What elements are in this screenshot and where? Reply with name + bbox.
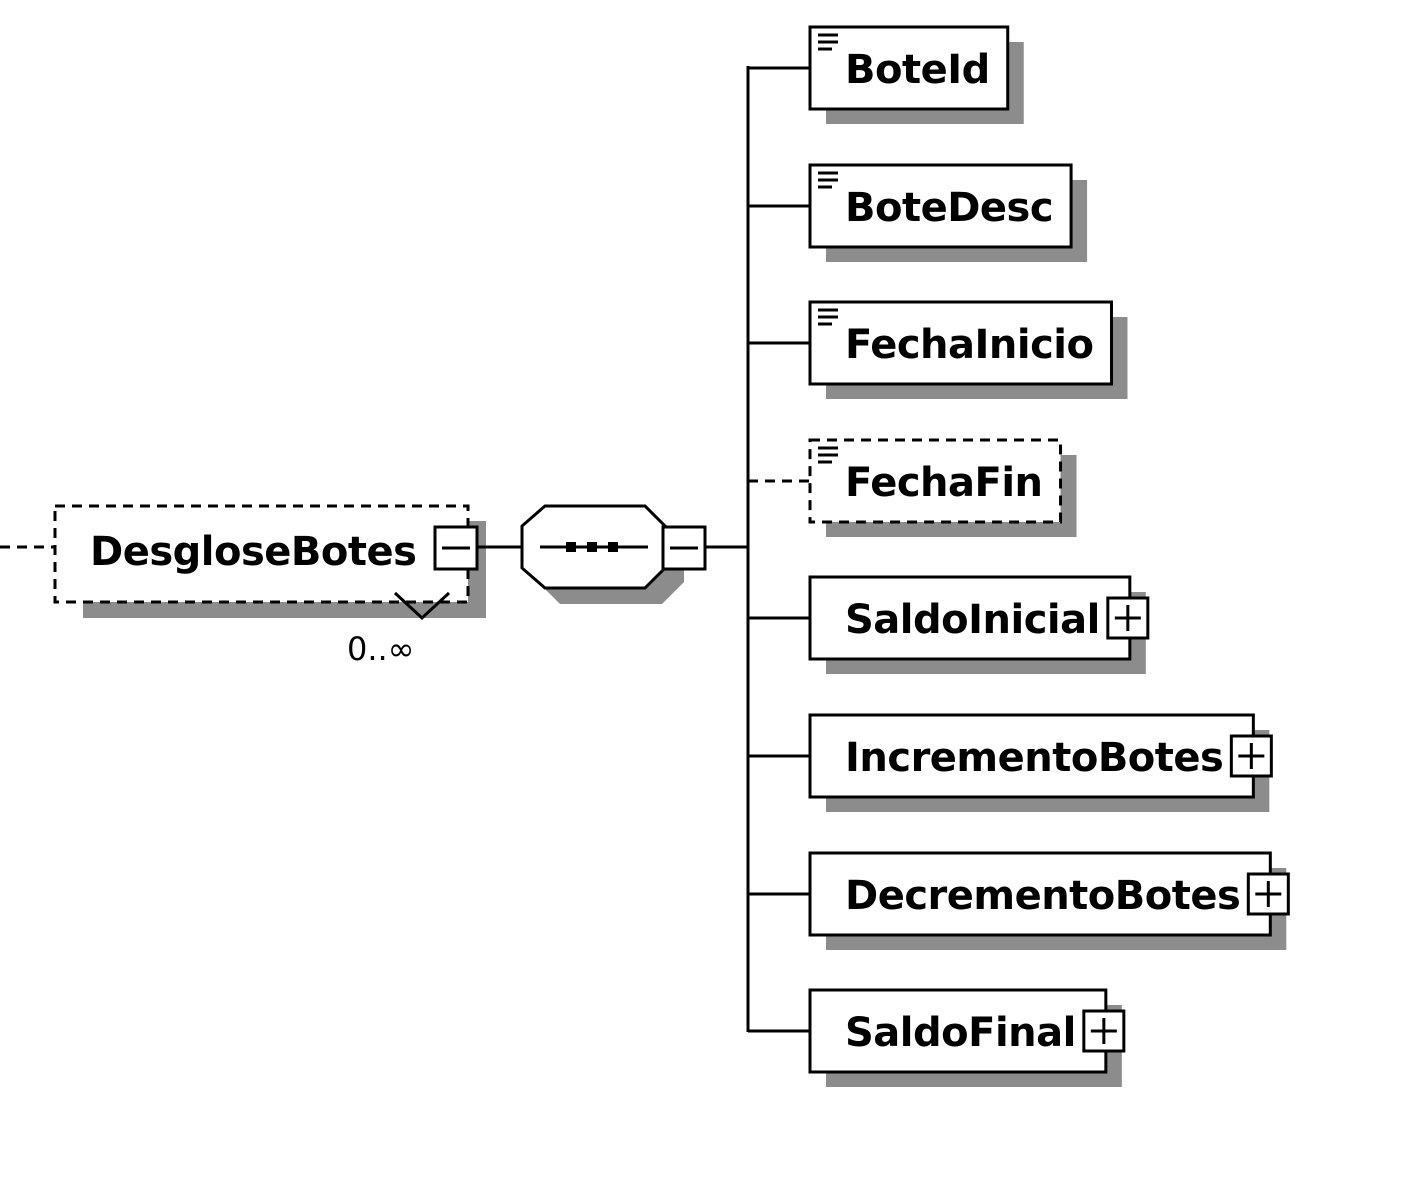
- occurrence-label: 0..∞: [347, 630, 414, 668]
- child-element-saldo-inicial[interactable]: SaldoInicial: [748, 575, 1150, 674]
- child-element-label: DecrementoBotes: [845, 873, 1240, 919]
- text-content-icon: [818, 171, 838, 189]
- sequence-compositor[interactable]: [520, 504, 707, 604]
- root-collapse-toggle[interactable]: [433, 525, 479, 571]
- child-element-bote-desc[interactable]: BoteDesc: [748, 163, 1088, 262]
- root-element-box: [53, 504, 470, 604]
- sequence-icon: [540, 542, 648, 552]
- root-element-label: DesgloseBotes: [90, 529, 416, 575]
- text-content-icon: [818, 446, 838, 464]
- child-element-fecha-inicio[interactable]: FechaInicio: [748, 300, 1128, 399]
- child-element-label: BoteId: [845, 47, 990, 93]
- expand-toggle[interactable]: [1246, 872, 1290, 916]
- text-content-icon: [818, 33, 838, 51]
- expand-toggle[interactable]: [1082, 1009, 1126, 1053]
- child-element-box: [808, 575, 1132, 661]
- child-element-label: FechaInicio: [845, 322, 1093, 368]
- expand-toggle[interactable]: [1106, 596, 1150, 640]
- root-element[interactable]: DesgloseBotes 0..∞: [0, 504, 486, 668]
- child-elements: BoteIdBoteDescFechaInicioFechaFinSaldoIn…: [748, 25, 1290, 1087]
- child-element-bote-id[interactable]: BoteId: [748, 25, 1024, 124]
- child-element-box: [808, 163, 1073, 249]
- child-element-label: SaldoInicial: [845, 597, 1100, 643]
- child-element-box: [808, 988, 1108, 1074]
- child-element-box: [808, 300, 1113, 386]
- text-content-icon: [818, 308, 838, 326]
- child-element-box: [808, 25, 1010, 111]
- expand-toggle[interactable]: [1229, 734, 1273, 778]
- occurrence-chevron-icon: [393, 591, 451, 621]
- child-element-label: FechaFin: [845, 460, 1043, 506]
- child-element-decremento-botes[interactable]: DecrementoBotes: [748, 851, 1290, 950]
- child-element-label: IncrementoBotes: [845, 735, 1223, 781]
- compositor-collapse-toggle[interactable]: [661, 525, 707, 571]
- child-element-label: BoteDesc: [845, 185, 1053, 231]
- child-element-incremento-botes[interactable]: IncrementoBotes: [748, 713, 1273, 812]
- child-element-label: SaldoFinal: [845, 1010, 1076, 1056]
- child-element-box: [808, 438, 1063, 524]
- child-element-saldo-final[interactable]: SaldoFinal: [748, 988, 1126, 1087]
- child-element-fecha-fin[interactable]: FechaFin: [748, 438, 1077, 537]
- plus-icon: [1229, 734, 1273, 778]
